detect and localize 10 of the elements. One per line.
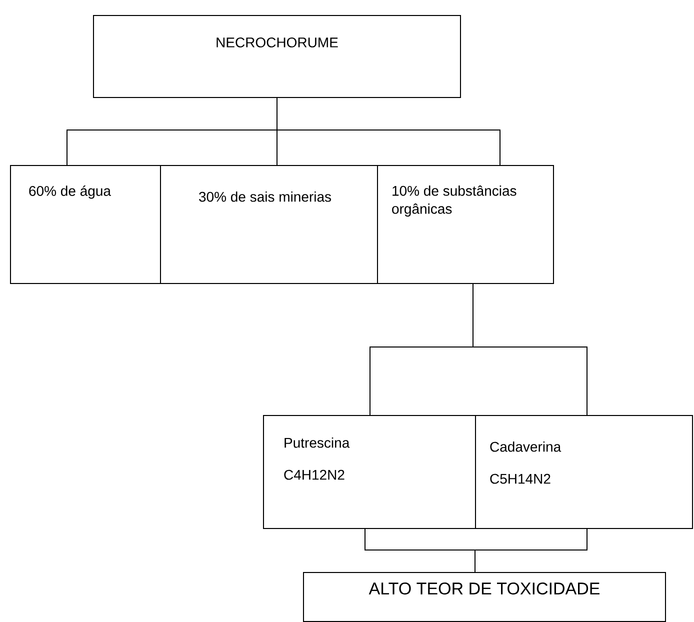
connector-line: [474, 528, 588, 572]
text-box: ALTO TEOR DE TOXICIDADE: [303, 572, 666, 622]
text-box: Putrescina C4H12N2: [263, 415, 476, 529]
text-box: 10% de substâncias orgânicas: [377, 165, 554, 284]
connector-line: [472, 282, 588, 416]
text-box: NECROCHORUME: [93, 15, 461, 98]
connector-line: [276, 96, 500, 166]
text-box: 30% de sais minerias: [160, 165, 378, 284]
text-box: Cadaverina C5H14N2: [475, 415, 693, 529]
text-box: 60% de água: [10, 165, 161, 284]
